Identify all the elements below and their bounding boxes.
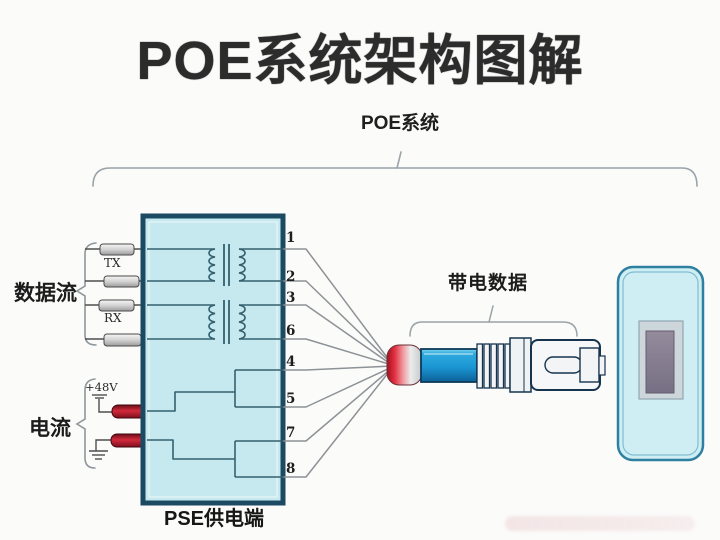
pin-number-6: 6 xyxy=(286,323,296,339)
pse-box xyxy=(140,213,286,506)
power-wires xyxy=(92,394,112,451)
resistor-tx1 xyxy=(99,243,135,256)
tx-label: TX xyxy=(104,256,121,270)
wall-port xyxy=(616,265,705,462)
pin-fan-wires xyxy=(283,248,393,478)
pin-number-4: 4 xyxy=(286,354,296,370)
voltage-label: +48V xyxy=(85,380,118,394)
connector-collar xyxy=(509,337,532,393)
connector-latch-tab xyxy=(579,347,600,383)
live-data-label: 带电数据 xyxy=(448,273,529,294)
power-inductors xyxy=(110,404,150,448)
rj45-connector xyxy=(476,337,606,393)
pin-number-2: 2 xyxy=(286,269,296,285)
line-resistors xyxy=(98,243,142,347)
resistor-tx2 xyxy=(103,275,140,288)
connector-latch-rod xyxy=(544,356,583,374)
pin-number-3: 3 xyxy=(286,290,296,306)
current-brace xyxy=(75,378,96,469)
pin-number-1: 1 xyxy=(286,230,296,246)
poe-system-label: POE系统 xyxy=(360,113,440,134)
resistor-rx1 xyxy=(98,299,135,312)
pse-label: PSE供电端 xyxy=(164,508,265,530)
poe-system-brace xyxy=(92,151,698,187)
connector-tip xyxy=(598,355,606,376)
pin-number-7: 7 xyxy=(286,425,296,441)
pin-number-5: 5 xyxy=(286,391,296,407)
pin-number-8: 8 xyxy=(286,461,296,477)
page-title: POE系统架构图解 xyxy=(136,31,584,91)
resistor-rx2 xyxy=(103,333,142,347)
transformer-2 xyxy=(208,300,246,344)
socket-opening xyxy=(645,330,675,394)
current-label: 电流 xyxy=(29,417,71,440)
ground-icon xyxy=(89,450,108,460)
rx-label: RX xyxy=(104,311,122,325)
watermark-smudge xyxy=(505,516,695,531)
transformer-1 xyxy=(208,244,246,286)
data-flow-label: 数据流 xyxy=(14,282,77,305)
cable-ferrule xyxy=(386,344,423,386)
pse-internal-wiring xyxy=(147,248,284,478)
data-flow-brace xyxy=(75,242,97,346)
live-data-brace xyxy=(409,305,578,337)
ethernet-cable xyxy=(386,344,478,386)
